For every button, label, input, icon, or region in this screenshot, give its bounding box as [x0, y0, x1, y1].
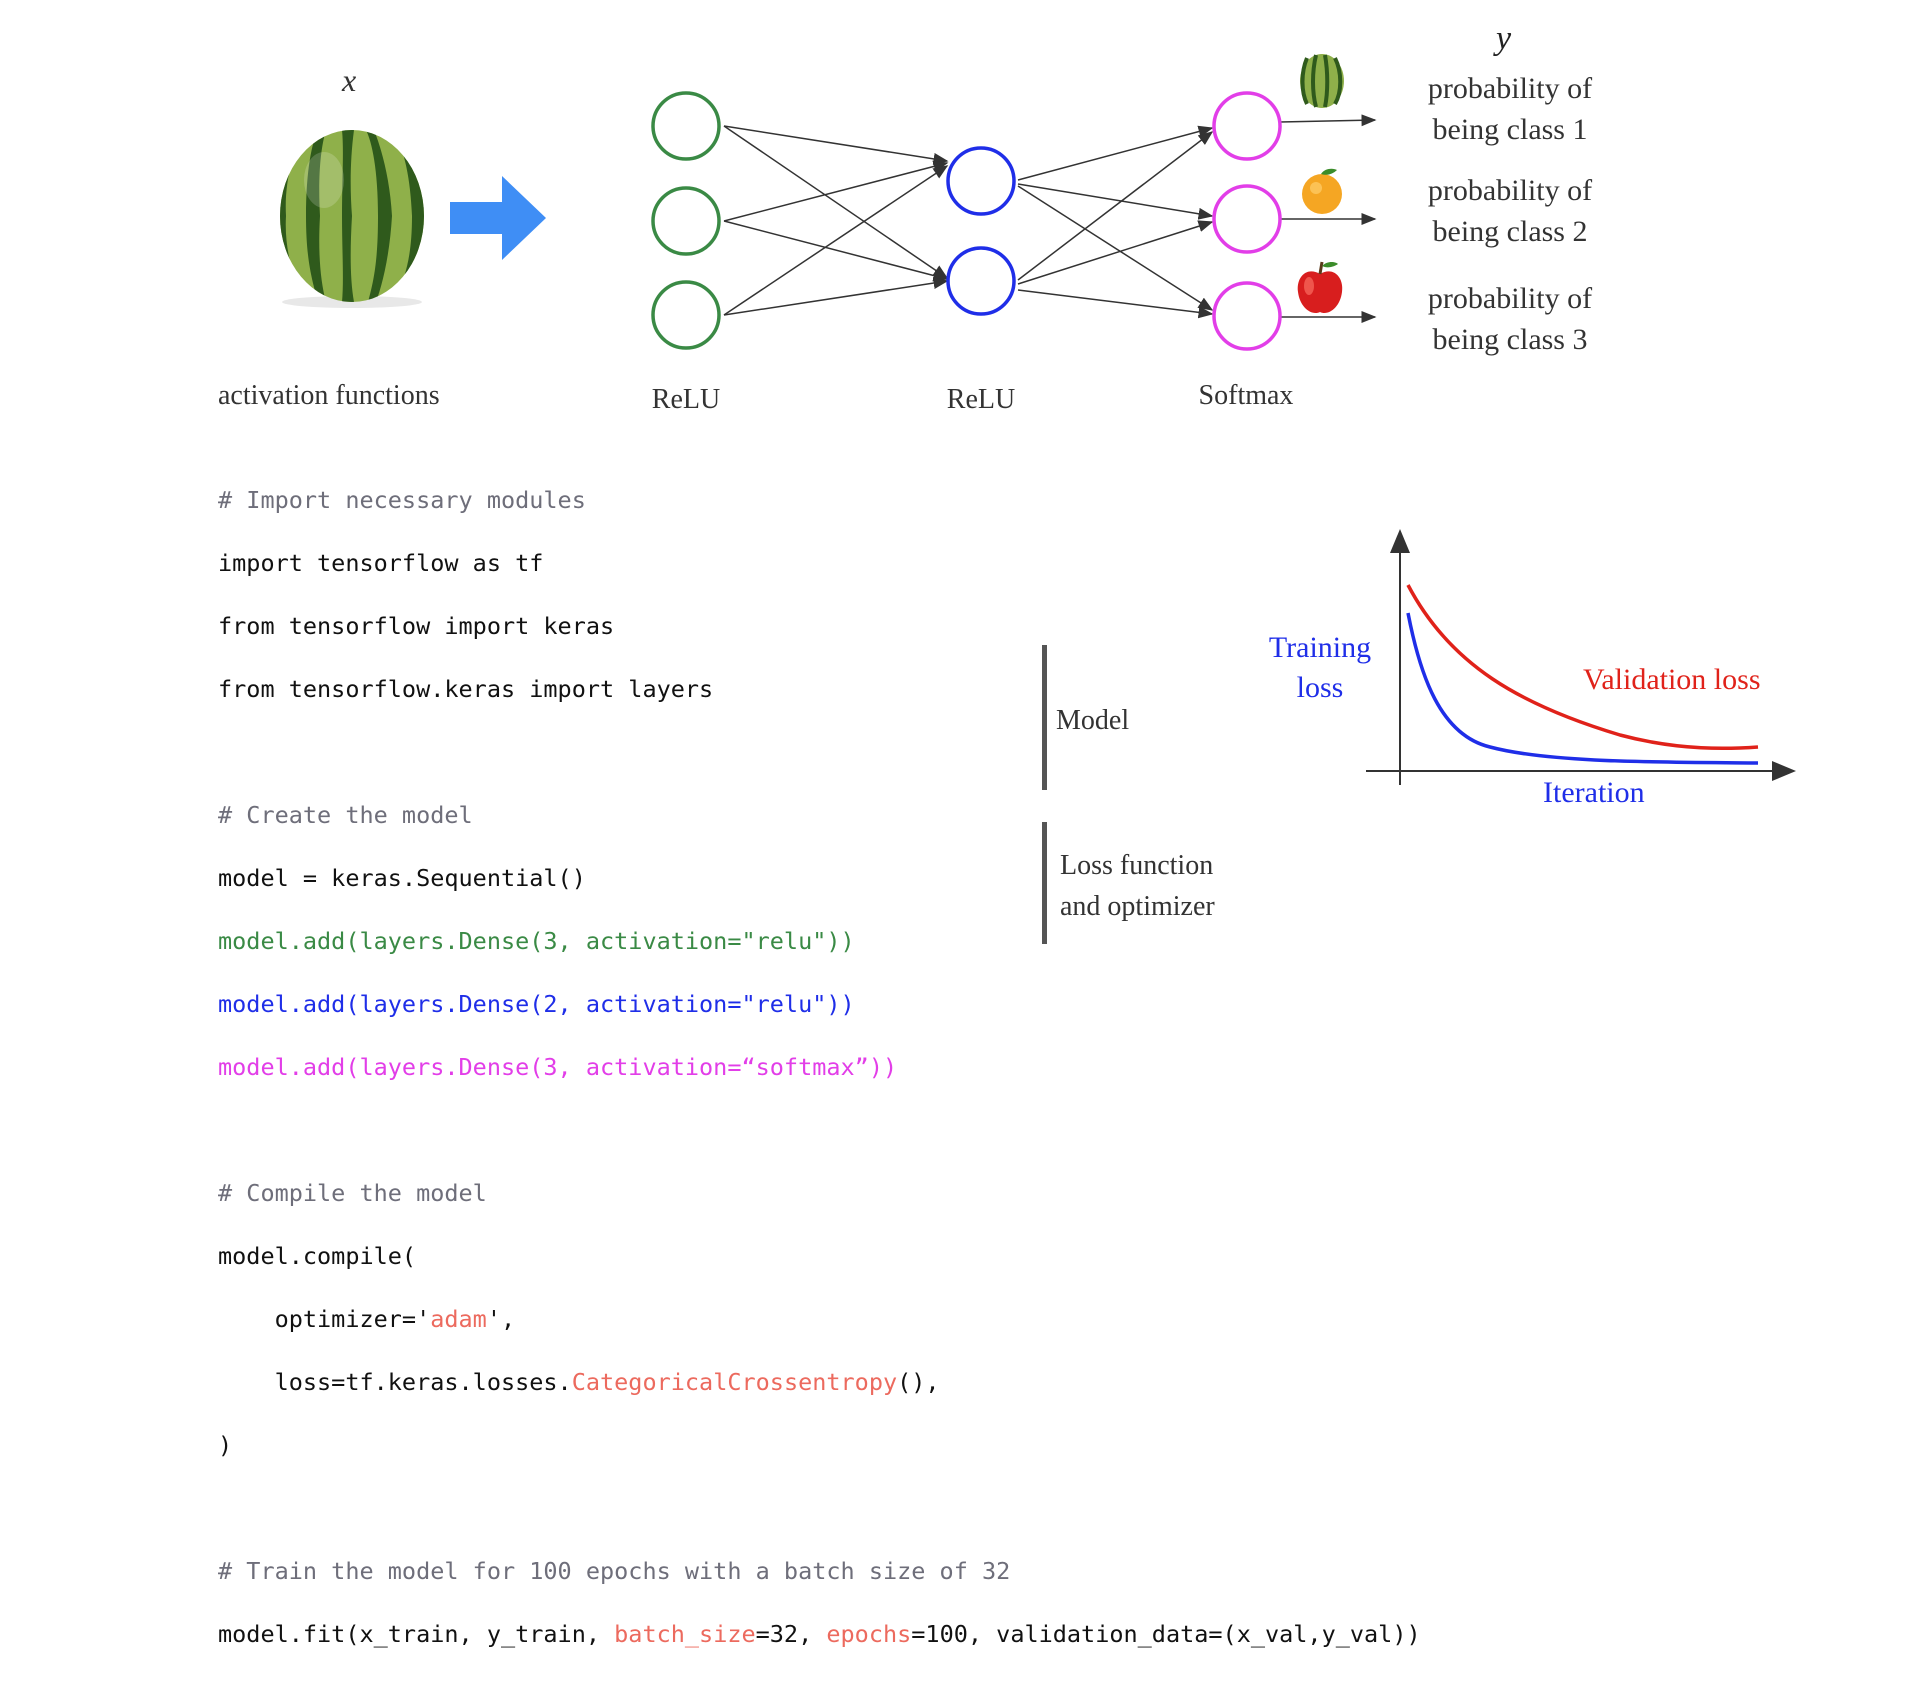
layer3-node-3: [1212, 281, 1282, 351]
model-label: Model: [1056, 705, 1130, 736]
input-variable-x: x: [342, 62, 357, 98]
code-compile-open: model.compile(: [218, 1241, 417, 1270]
output-arrows: [1279, 114, 1377, 323]
code-fit-epochs: epochs: [826, 1619, 912, 1648]
class1-line2: being class 1: [1432, 113, 1588, 146]
code-import-keras: from tensorflow import keras: [218, 611, 615, 640]
orange-icon: [1302, 168, 1342, 214]
class3-line1: probability of: [1427, 282, 1593, 315]
layer2-activation-label: ReLU: [946, 384, 1016, 415]
layer2-node-1: [946, 146, 1016, 216]
training-loss-label: Training loss: [1255, 628, 1385, 708]
code-optimizer-line: optimizer='adam',: [218, 1304, 516, 1333]
class2-probability-label: probability of being class 2: [1390, 170, 1630, 252]
layer3-activation-label: Softmax: [1198, 380, 1294, 411]
neural-network-diagram: [651, 91, 1377, 351]
training-loss-line1: Training: [1268, 631, 1372, 664]
code-loss-line: loss=tf.keras.losses.CategoricalCrossent…: [218, 1367, 940, 1396]
code-comment-create: # Create the model: [218, 800, 473, 829]
connections-layer1-layer2: [723, 125, 949, 316]
loss-curve-chart: [1366, 529, 1796, 785]
validation-loss-curve: [1406, 584, 1759, 751]
layer1-node-2: [651, 186, 721, 256]
loss-label-line2: and optimizer: [1060, 891, 1215, 922]
class3-probability-label: probability of being class 3: [1390, 278, 1630, 360]
layer1-node-1: [651, 91, 721, 161]
output-variable-y: y: [1496, 20, 1512, 57]
code-loss-value: CategoricalCrossentropy: [571, 1367, 898, 1396]
apple-icon: [1297, 261, 1343, 314]
watermelon-image: [280, 130, 424, 308]
code-compile-close: ): [218, 1430, 233, 1459]
training-loss-line2: loss: [1296, 671, 1344, 704]
class2-line1: probability of: [1427, 174, 1593, 207]
code-comment-compile: # Compile the model: [218, 1178, 487, 1207]
loss-label-line1: Loss function: [1060, 850, 1214, 881]
layer3-node-2: [1212, 184, 1282, 254]
model-bracket: [1042, 645, 1047, 790]
layer3-node-1: [1212, 91, 1282, 161]
layer2-node-2: [946, 246, 1016, 316]
connections-layer2-layer3: [1017, 125, 1214, 319]
training-loss-curve: [1406, 612, 1759, 765]
code-comment-train: # Train the model for 100 epochs with a …: [218, 1556, 1011, 1585]
code-dense-layer-3: model.add(layers.Dense(3, activation=“so…: [218, 1052, 898, 1081]
code-block: # Import necessary modules import tensor…: [218, 453, 1421, 1682]
code-fit-batch-size: batch_size: [614, 1619, 756, 1648]
watermelon-icon: [1300, 54, 1344, 108]
class1-probability-label: probability of being class 1: [1390, 68, 1630, 150]
code-dense-layer-2: model.add(layers.Dense(2, activation="re…: [218, 989, 855, 1018]
class2-line2: being class 2: [1432, 215, 1588, 248]
activation-functions-caption: activation functions: [218, 380, 440, 411]
loss-optimizer-label: Loss function and optimizer: [1060, 845, 1215, 927]
code-sequential: model = keras.Sequential(): [218, 863, 586, 892]
class3-line2: being class 3: [1432, 323, 1588, 356]
code-import-tensorflow: import tensorflow as tf: [218, 548, 544, 577]
iteration-axis-label: Iteration: [1543, 776, 1645, 809]
loss-optimizer-bracket: [1042, 822, 1047, 944]
layer1-node-3: [651, 280, 721, 350]
code-optimizer-value: adam: [430, 1304, 487, 1333]
layer1-activation-label: ReLU: [651, 384, 721, 415]
code-fit-line: model.fit(x_train, y_train, batch_size=3…: [218, 1619, 1421, 1648]
validation-loss-label: Validation loss: [1583, 663, 1761, 696]
class1-line1: probability of: [1427, 72, 1593, 105]
input-arrow: [450, 176, 546, 260]
code-dense-layer-1: model.add(layers.Dense(3, activation="re…: [218, 926, 855, 955]
code-import-layers: from tensorflow.keras import layers: [218, 674, 714, 703]
code-comment-import: # Import necessary modules: [218, 485, 586, 514]
